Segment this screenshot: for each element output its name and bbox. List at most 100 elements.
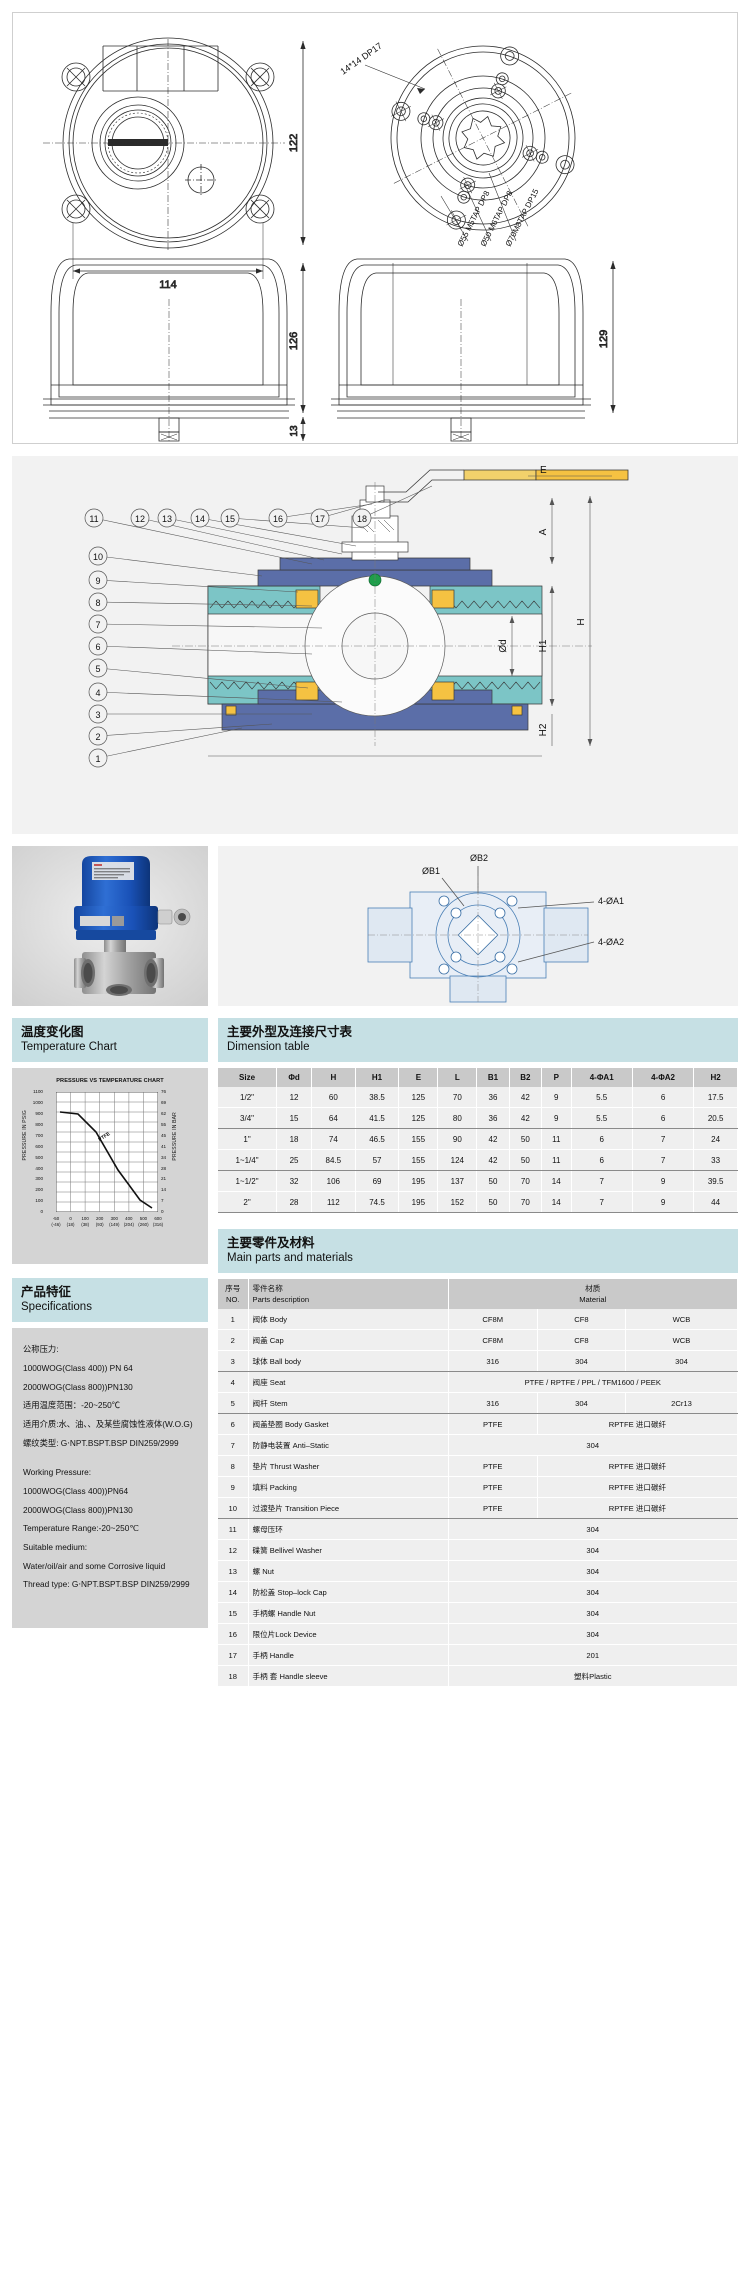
- temperature-chart: PRESSURE VS TEMPERATURE CHART PRESSURE I…: [12, 1068, 208, 1265]
- spec-line-en: 2000WOG(Class 800))PN130: [23, 1504, 133, 1515]
- chart-ytick-left: 800: [35, 1121, 43, 1127]
- parts-material: 201: [448, 1644, 738, 1667]
- parts-material: CF8: [537, 1309, 626, 1331]
- dimension-col-header: 4-ΦA2: [632, 1068, 695, 1088]
- dimension-cell: 155: [398, 1149, 439, 1172]
- chart-ytick-right: 14: [161, 1187, 167, 1193]
- parts-material: CF8M: [448, 1309, 538, 1331]
- dimension-col-header: B1: [476, 1068, 510, 1088]
- dimension-cell: 14: [541, 1170, 572, 1193]
- parts-no: 6: [218, 1413, 249, 1436]
- chart-ytick-right: 21: [161, 1176, 167, 1182]
- chart-xtick: 500(260): [138, 1216, 149, 1227]
- chart-ytick-right: 76: [161, 1089, 167, 1095]
- dimension-cell: 155: [398, 1128, 439, 1151]
- parts-material: 2Cr13: [625, 1392, 739, 1415]
- dimension-cell: 50: [509, 1149, 543, 1172]
- parts-name: 螺母压环: [248, 1518, 449, 1541]
- chart-xtick: 200(93): [95, 1216, 104, 1227]
- dimension-cell: 42: [509, 1107, 543, 1130]
- dimension-col-header: Φd: [276, 1068, 312, 1088]
- dimension-cell: 12: [276, 1087, 312, 1109]
- temperature-header-en: Temperature Chart: [21, 1041, 117, 1054]
- parts-no: 18: [218, 1665, 249, 1688]
- dim-label-A: A: [538, 528, 549, 535]
- cad-drawings-panel: 114 122: [12, 12, 738, 444]
- chart-xtick: 600(316): [152, 1216, 164, 1227]
- callout-5: 5: [95, 664, 100, 674]
- dimension-cell: 74: [311, 1128, 356, 1151]
- callout-18: 18: [357, 514, 367, 524]
- datasheet-page: 114 122: [0, 12, 750, 1688]
- cad-top-view: [43, 37, 306, 279]
- dimension-cell: 152: [437, 1191, 478, 1214]
- parts-name: 阀盖 Cap: [248, 1329, 449, 1352]
- dimension-cell: 36: [476, 1107, 510, 1130]
- product-photo-row: ØB2 ØB1 4-ØA1 4-ØA2: [12, 846, 738, 1006]
- spec-line-cn: 2000WOG(Class 800))PN130: [23, 1381, 133, 1392]
- section-view-svg: 11 12 13 14 15 16 17 18: [12, 456, 738, 834]
- actuator-photo: [12, 846, 208, 1006]
- spec-line-en: Thread type: G‧NPT.BSPT.BSP DIN259/2999: [23, 1579, 190, 1590]
- dimension-col-header: H1: [355, 1068, 400, 1088]
- chart-ytick-right: 45: [161, 1132, 167, 1138]
- dimension-cell: 7: [632, 1128, 695, 1151]
- chart-ytick-left: 700: [35, 1132, 43, 1138]
- chart-ytick-right: 0: [161, 1209, 164, 1215]
- chart-ytick-left: 300: [35, 1176, 43, 1182]
- parts-no: 9: [218, 1476, 249, 1499]
- chart-xtick: -50(-46): [51, 1216, 61, 1227]
- callout-1: 1: [95, 754, 100, 764]
- callout-4: 4: [95, 688, 100, 698]
- specifications-header: 产品特征 Specifications: [12, 1278, 208, 1323]
- parts-material: RPTFE 进口碳纤: [537, 1455, 739, 1478]
- spec-line-en: Water/oil/air and some Corrosive liquid: [23, 1560, 166, 1571]
- dimension-col-header: H2: [693, 1068, 738, 1088]
- parts-material: WCB: [625, 1329, 739, 1352]
- dimension-cell: 124: [437, 1149, 478, 1172]
- specifications-en-list: Working Pressure:1000WOG(Class 400))PN64…: [23, 1463, 197, 1594]
- parts-name: 垫片 Thrust Washer: [248, 1455, 449, 1478]
- chart-ytick-right: 55: [161, 1121, 167, 1127]
- cad-side-view: [331, 258, 616, 443]
- parts-name: 阀盖垫圈 Body Gasket: [248, 1413, 449, 1436]
- parts-no: 17: [218, 1644, 249, 1667]
- section-callouts-left: 10 9 8 7 6 5 4 3 2 1: [88, 546, 108, 768]
- parts-no: 7: [218, 1434, 249, 1457]
- parts-no: 3: [218, 1350, 249, 1373]
- callout-15: 15: [225, 514, 235, 524]
- section-callouts-top: 11 12 13 14 15 16 17 18: [84, 508, 372, 528]
- spec-line-cn: 螺纹类型: G‧NPT.BSPT.BSP DIN259/2999: [23, 1437, 179, 1448]
- dim-front-height: 126: [288, 332, 300, 350]
- dim-label-H1: H1: [538, 639, 549, 652]
- parts-no: 1: [218, 1309, 249, 1331]
- dim-label-H2: H2: [538, 723, 549, 736]
- specifications-header-en: Specifications: [21, 1301, 92, 1314]
- dim-top-width: 114: [159, 279, 177, 291]
- cad-flange-view: [390, 45, 576, 231]
- dimension-cell: 42: [476, 1149, 510, 1172]
- dimension-cell: 33: [693, 1149, 738, 1172]
- dimension-cell: 195: [398, 1170, 439, 1193]
- parts-material: WCB: [625, 1309, 739, 1331]
- chart-ylabel-right: PRESSURE IN BAR: [172, 1112, 178, 1161]
- dimension-cell: 69: [355, 1170, 400, 1193]
- dimension-cell: 17.5: [693, 1087, 738, 1109]
- chart-ytick-left: 200: [35, 1187, 43, 1193]
- parts-name: 阀座 Seat: [248, 1371, 449, 1394]
- parts-no: 12: [218, 1539, 249, 1562]
